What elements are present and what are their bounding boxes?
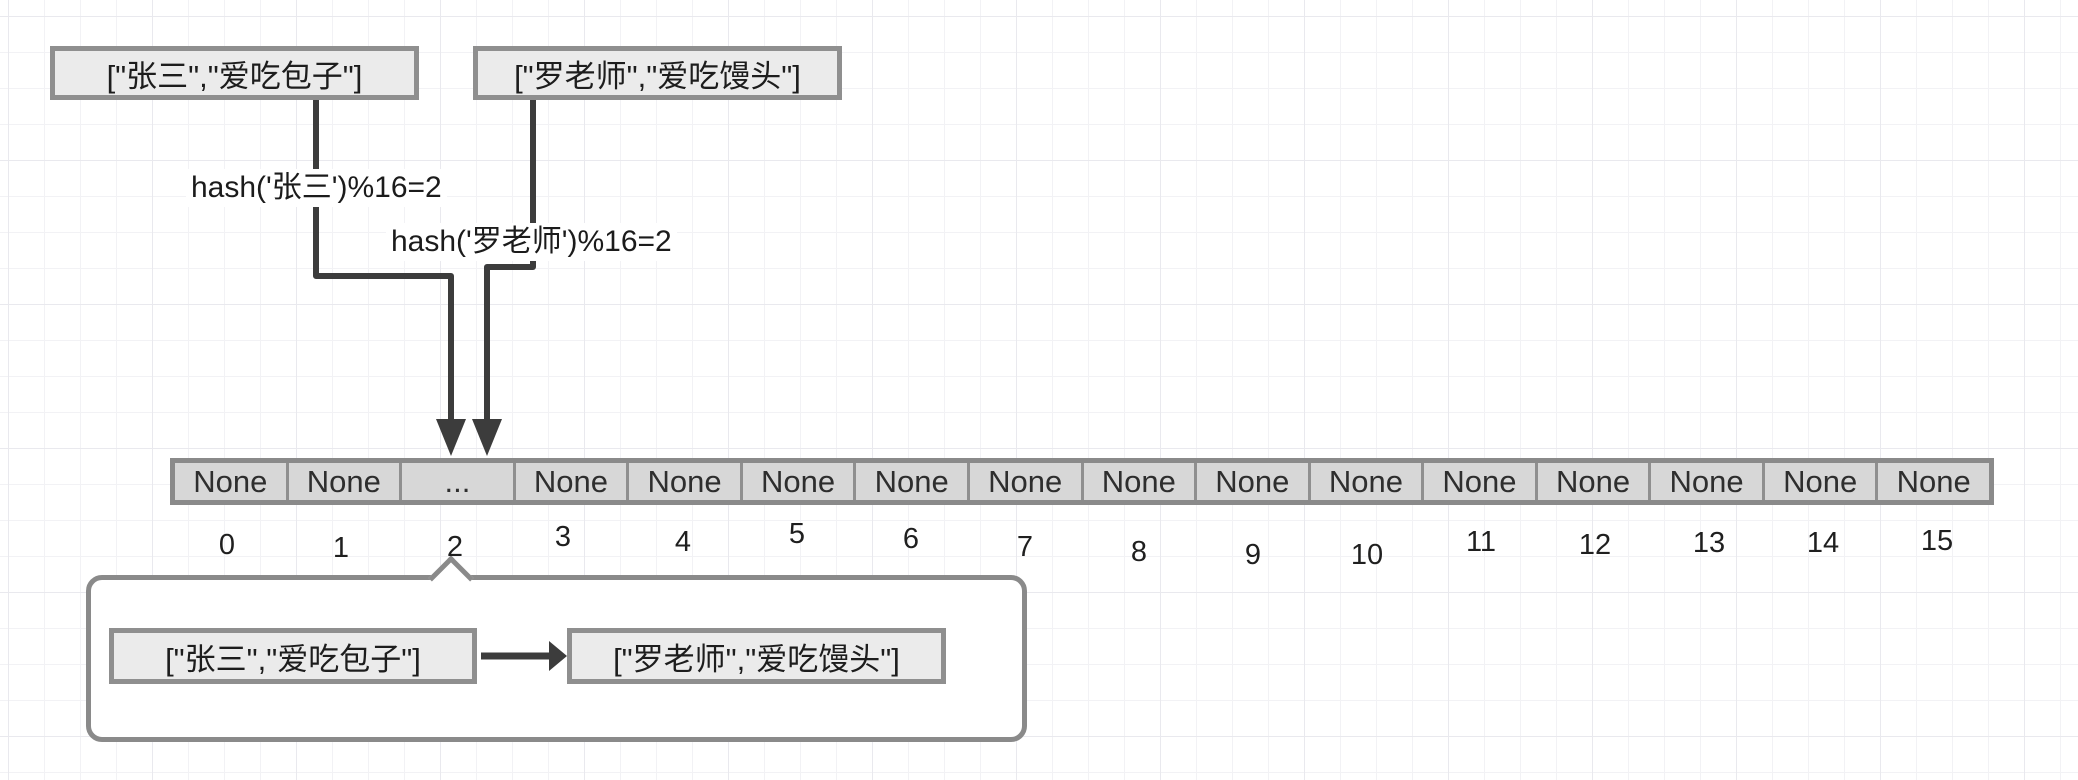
chain-node-luolaoshi: ["罗老师","爱吃馒头"] [567, 628, 946, 684]
index-label-14: 14 [1806, 527, 1840, 559]
index-label-0: 0 [218, 529, 236, 561]
array-cell-3: None [512, 463, 627, 500]
chain-node-zhangsan: ["张三","爱吃包子"] [109, 628, 477, 684]
arrowhead-down-icon [472, 419, 502, 456]
index-label-9: 9 [1244, 539, 1262, 571]
array-cell-12: None [1534, 463, 1649, 500]
index-label-5: 5 [788, 518, 806, 550]
array-cell-15: None [1875, 463, 1989, 500]
array-cell-11: None [1421, 463, 1535, 500]
array-cell-7: None [966, 463, 1081, 500]
array-cell-5: None [739, 463, 854, 500]
array-cell-14: None [1761, 463, 1876, 500]
index-label-12: 12 [1578, 529, 1612, 561]
hash-label-zhangsan: hash('张三')%16=2 [186, 169, 447, 207]
array-cell-6: None [853, 463, 967, 500]
hash-array: None None ... None None None None None N… [170, 458, 1994, 505]
entry-box-zhangsan: ["张三","爱吃包子"] [50, 46, 419, 100]
array-cell-0: None [175, 463, 286, 500]
connector-zhangsan-arrow [313, 100, 466, 456]
array-cell-8: None [1080, 463, 1195, 500]
index-label-8: 8 [1130, 536, 1148, 568]
array-cell-9: None [1194, 463, 1308, 500]
index-label-3: 3 [554, 521, 572, 553]
connector-luolaoshi-arrow [472, 100, 536, 456]
index-label-4: 4 [674, 526, 692, 558]
array-cell-10: None [1307, 463, 1422, 500]
entry-box-luolaoshi: ["罗老师","爱吃馒头"] [473, 46, 842, 100]
hash-label-luolaoshi: hash('罗老师')%16=2 [386, 223, 677, 261]
index-label-2: 2 [446, 531, 464, 563]
index-label-6: 6 [902, 523, 920, 555]
array-cell-13: None [1648, 463, 1762, 500]
index-label-13: 13 [1692, 527, 1726, 559]
array-cell-4: None [626, 463, 740, 500]
index-label-1: 1 [332, 532, 350, 564]
array-index-row: 0 1 2 3 4 5 6 7 8 9 10 11 12 13 14 15 [170, 518, 1994, 571]
index-label-15: 15 [1920, 525, 1954, 557]
index-label-10: 10 [1350, 539, 1384, 571]
arrowhead-down-icon [436, 419, 466, 456]
array-cell-1: None [285, 463, 400, 500]
index-label-7: 7 [1016, 531, 1034, 563]
array-cell-2: ... [399, 463, 513, 500]
index-label-11: 11 [1465, 526, 1497, 558]
